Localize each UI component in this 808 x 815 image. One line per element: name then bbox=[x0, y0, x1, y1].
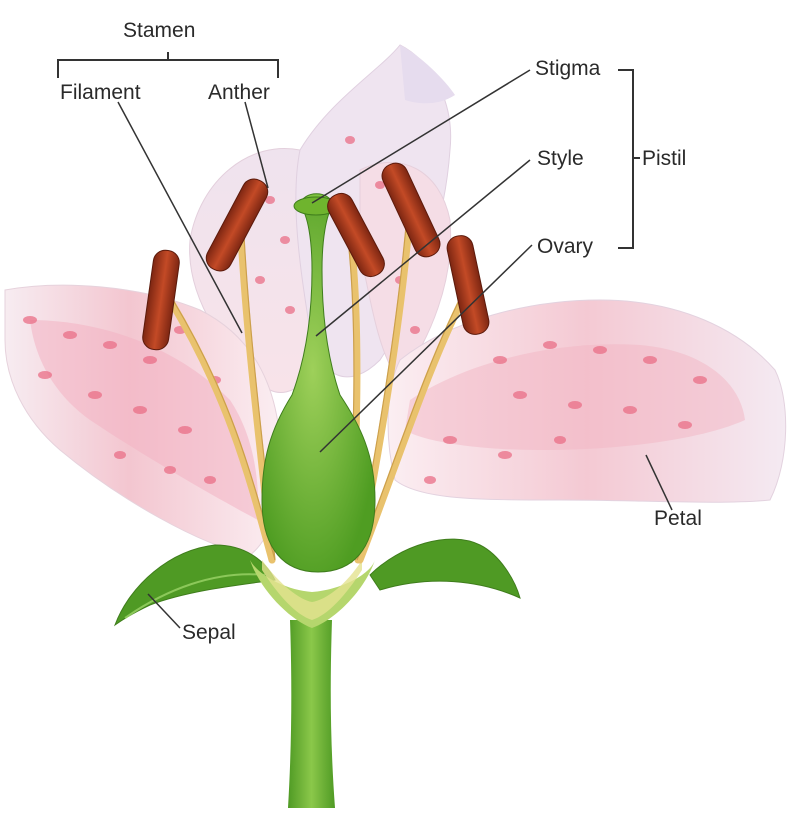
label-sepal: Sepal bbox=[182, 621, 236, 644]
label-ovary: Ovary bbox=[537, 235, 594, 258]
label-filament: Filament bbox=[60, 81, 141, 104]
label-style: Style bbox=[537, 147, 584, 170]
label-pistil: Pistil bbox=[642, 147, 687, 170]
pistil-bracket bbox=[618, 69, 640, 249]
label-stamen: Stamen bbox=[123, 19, 196, 42]
anthers bbox=[142, 162, 490, 351]
label-anther: Anther bbox=[208, 81, 270, 104]
sepal-right bbox=[369, 538, 521, 599]
label-stigma: Stigma bbox=[535, 57, 601, 80]
stem bbox=[288, 620, 335, 808]
label-petal: Petal bbox=[654, 507, 702, 530]
pistil-shape bbox=[261, 193, 376, 573]
stamen-bracket bbox=[57, 52, 279, 78]
leader-lines bbox=[117, 69, 673, 629]
sepal-left bbox=[113, 544, 276, 627]
petal-right bbox=[387, 299, 787, 503]
receptacle bbox=[250, 560, 375, 628]
